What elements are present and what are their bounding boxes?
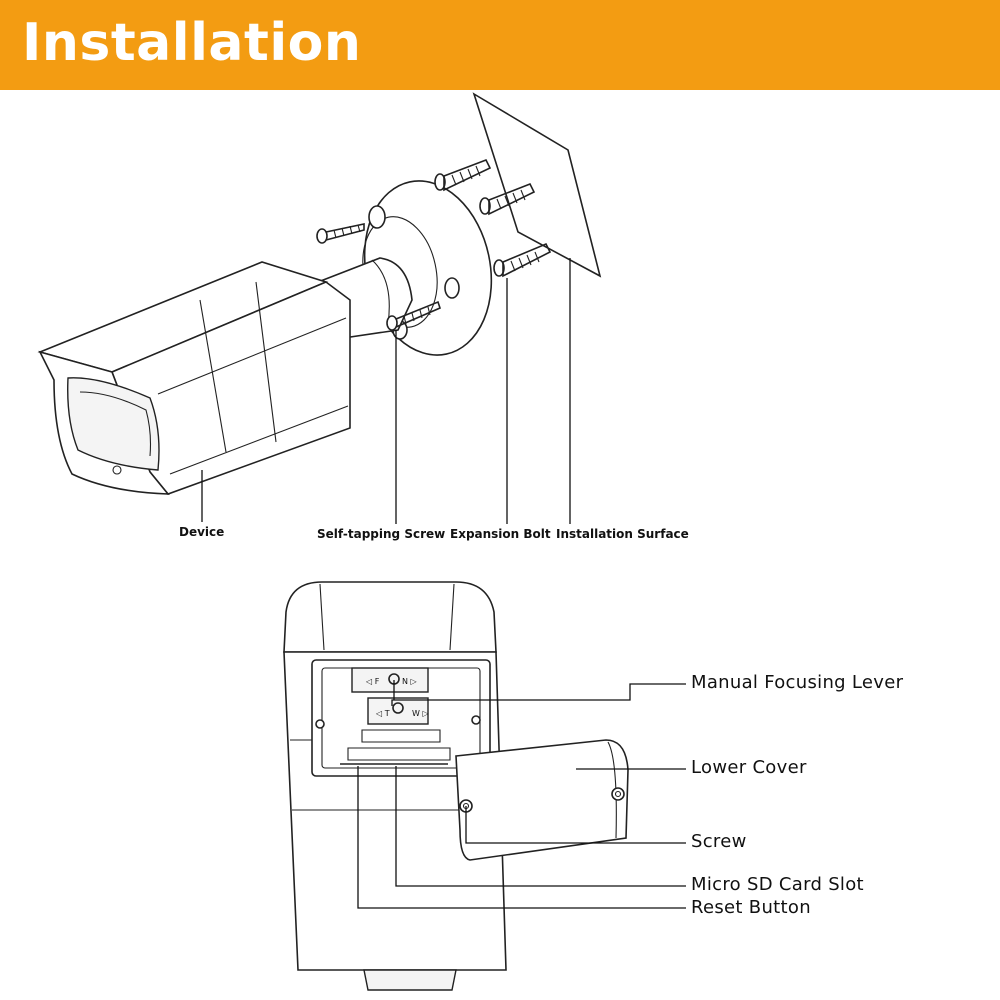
label-installation-surface: Installation Surface bbox=[556, 527, 689, 541]
camera-device bbox=[37, 261, 351, 495]
top-callout-leaders bbox=[201, 258, 571, 524]
label-self-tapping-screw: Self-tapping Screw bbox=[317, 527, 446, 541]
page-title: Installation bbox=[22, 13, 362, 73]
label-screw: Screw bbox=[691, 831, 747, 852]
bottom-compartment: ◁ F N ▷ ◁ T W ▷ bbox=[311, 659, 491, 777]
bottom-callout-leaders bbox=[357, 680, 686, 909]
expansion-bolt-3 bbox=[493, 242, 552, 278]
svg-text:◁ T: ◁ T bbox=[375, 709, 390, 718]
label-manual-focusing-lever: Manual Focusing Lever bbox=[691, 672, 904, 693]
self-tapping-screw-lower bbox=[386, 300, 441, 331]
installation-diagram: ◁ F N ▷ ◁ T W ▷ bbox=[37, 92, 686, 991]
svg-text:N ▷: N ▷ bbox=[402, 677, 418, 686]
svg-text:◁ F: ◁ F bbox=[365, 677, 380, 686]
self-tapping-screw-upper bbox=[316, 223, 365, 244]
label-micro-sd-card-slot: Micro SD Card Slot bbox=[691, 874, 864, 895]
expansion-bolt-2 bbox=[479, 182, 536, 216]
lower-cover-panel bbox=[455, 739, 629, 861]
svg-text:W ▷: W ▷ bbox=[412, 709, 429, 718]
expansion-bolt-1 bbox=[434, 158, 492, 192]
label-device: Device bbox=[179, 525, 225, 539]
installation-surface-plane bbox=[472, 92, 602, 278]
header-banner: Installation bbox=[0, 0, 1000, 90]
label-expansion-bolt: Expansion Bolt bbox=[450, 527, 551, 541]
label-reset-button: Reset Button bbox=[691, 897, 811, 918]
label-lower-cover: Lower Cover bbox=[691, 757, 807, 778]
